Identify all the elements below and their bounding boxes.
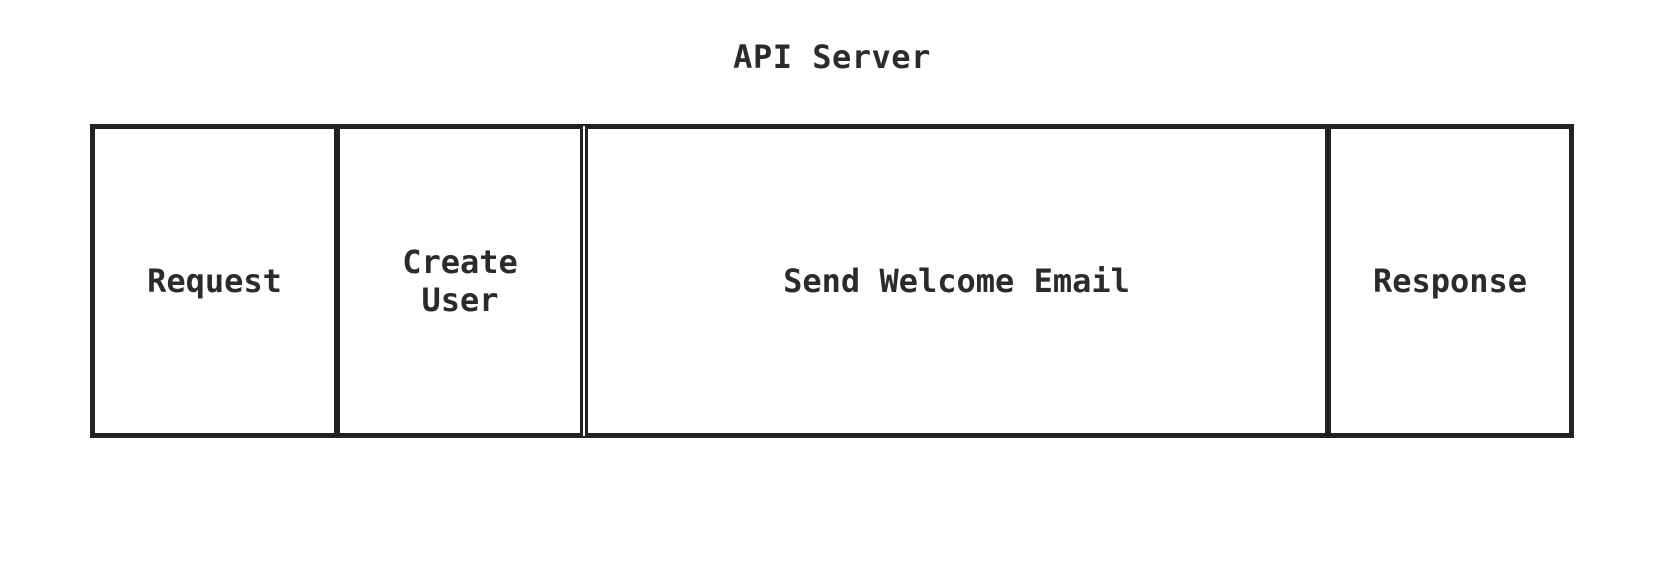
trace-title: API Server — [733, 38, 931, 76]
span-response: Response — [1328, 126, 1572, 436]
span-create-user-label: Create User — [402, 242, 518, 319]
root-span-api-server: Request Create User Send Welcome Email R… — [90, 124, 1574, 438]
span-request-label: Request — [147, 261, 282, 300]
span-send-welcome-email: Send Welcome Email — [585, 126, 1328, 436]
span-response-label: Response — [1372, 261, 1528, 300]
span-create-user: Create User — [337, 126, 583, 436]
span-request: Request — [92, 126, 337, 436]
span-send-welcome-email-label: Send Welcome Email — [783, 261, 1130, 300]
